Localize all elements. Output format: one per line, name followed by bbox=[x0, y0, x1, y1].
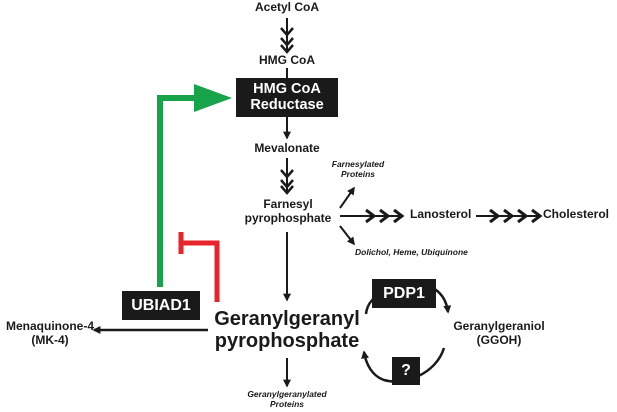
node-cholesterol: Cholesterol bbox=[543, 207, 610, 221]
enzyme-pdp1: PDP1 bbox=[372, 279, 436, 308]
chevron bbox=[280, 27, 294, 37]
chevron bbox=[280, 37, 294, 47]
node-lanosterol: Lanosterol bbox=[410, 207, 472, 221]
label-line: Proteins bbox=[269, 398, 304, 409]
chevron bbox=[379, 208, 391, 224]
chevron bbox=[280, 185, 294, 195]
arrow-ggoh-ggpp-cycle bbox=[361, 347, 446, 383]
enzyme-label-line1: HMG CoA bbox=[253, 80, 321, 97]
label-line: pyrophosphate bbox=[214, 330, 360, 353]
chevron bbox=[365, 208, 377, 224]
node-menaquinone-4: Menaquinone-4 (MK-4) bbox=[0, 319, 100, 348]
unknown-enzyme: ? bbox=[392, 357, 420, 385]
inhibition-connector bbox=[181, 240, 220, 302]
chevron bbox=[531, 208, 543, 224]
label-line: Geranylgeranyl bbox=[214, 308, 360, 330]
node-farnesyl-pyrophosphate: Farnesyl pyrophosphate bbox=[232, 197, 344, 226]
arrow-farnesyl-farnesylated-proteins bbox=[339, 186, 355, 209]
node-dolichol-heme-ubiquinone: Dolichol, Heme, Ubiquinone bbox=[355, 247, 468, 257]
node-hmg-coa: HMG CoA bbox=[259, 53, 315, 67]
enzyme-hmg-coa-reductase: HMG CoA Reductase bbox=[236, 78, 338, 117]
label-line: (GGOH) bbox=[476, 332, 522, 347]
label-line: Farnesylated bbox=[331, 159, 385, 169]
chevron bbox=[280, 169, 294, 179]
chevron bbox=[517, 208, 529, 224]
chevron bbox=[393, 208, 405, 224]
label-line: Proteins bbox=[340, 168, 375, 179]
label-line: pyrophosphate bbox=[244, 210, 332, 225]
activation-arrowhead bbox=[194, 84, 232, 112]
chevron bbox=[503, 208, 515, 224]
label-line: Farnesyl bbox=[263, 197, 313, 211]
chevron bbox=[280, 44, 294, 54]
label-line: (MK-4) bbox=[31, 332, 69, 347]
node-geranylgeraniol: Geranylgeraniol (GGOH) bbox=[434, 319, 564, 348]
label-line: Geranylgeraniol bbox=[453, 319, 545, 333]
arrow-farnesyl-dolichol bbox=[339, 225, 355, 246]
label-line: Geranylgeranylated bbox=[247, 389, 327, 399]
node-acetyl-coa: Acetyl CoA bbox=[254, 0, 319, 14]
chevron bbox=[489, 208, 501, 224]
node-mevalonate: Mevalonate bbox=[254, 141, 320, 155]
chevron bbox=[280, 179, 294, 189]
label-line: Menaquinone-4 bbox=[5, 319, 94, 333]
node-geranylgeranylated-proteins: Geranylgeranylated Proteins bbox=[222, 389, 352, 410]
node-geranylgeranyl-pyrophosphate: Geranylgeranyl pyrophosphate bbox=[205, 308, 369, 353]
node-farnesylated-proteins: Farnesylated Proteins bbox=[318, 159, 398, 180]
enzyme-label-line2: Reductase bbox=[250, 96, 324, 113]
enzyme-ubiad1: UBIAD1 bbox=[122, 291, 200, 320]
activation-connector bbox=[157, 95, 200, 287]
